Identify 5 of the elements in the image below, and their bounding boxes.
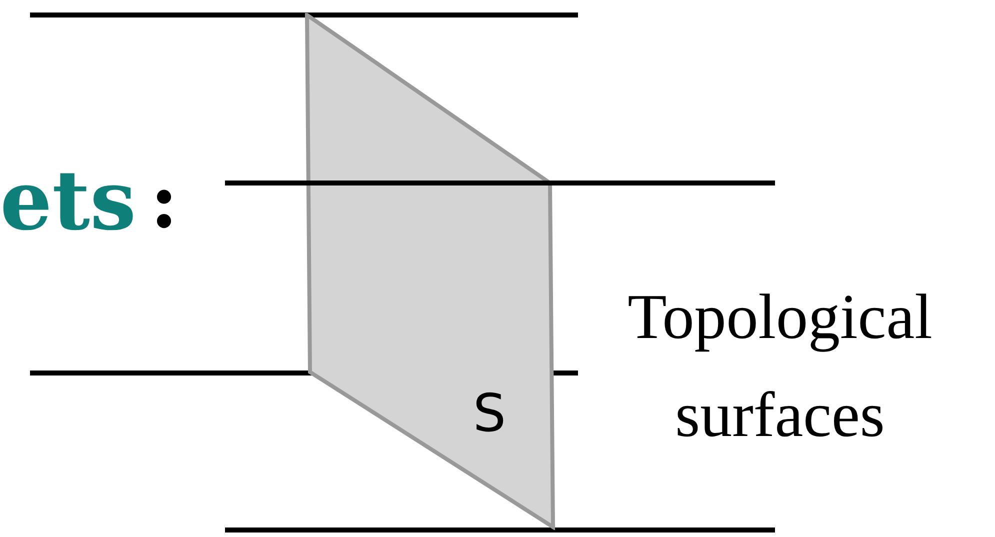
heading-text: ets: [0, 160, 136, 242]
surface-label: S: [473, 388, 506, 440]
surface-parallelogram: [305, 13, 555, 530]
caption-text: Topological surfaces: [626, 280, 934, 452]
colon-text: :: [150, 163, 178, 239]
